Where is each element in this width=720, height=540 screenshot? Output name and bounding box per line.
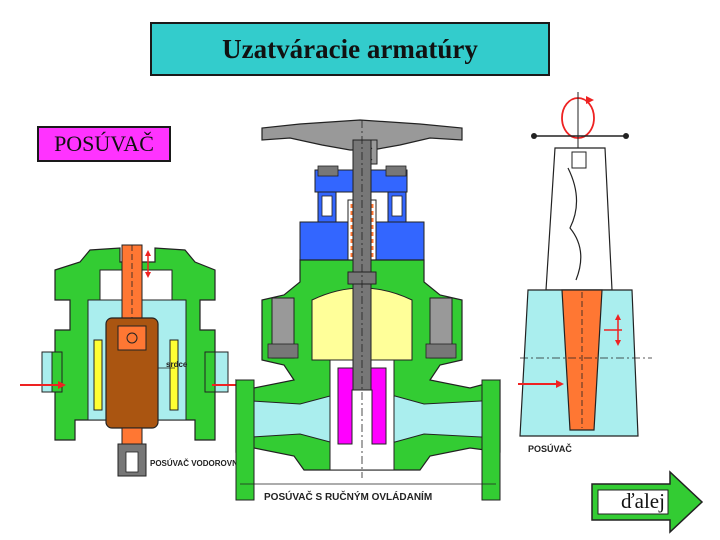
next-button[interactable]: ďalej — [590, 470, 706, 534]
arrow-right-icon — [591, 470, 704, 534]
handwheel-icon — [261, 119, 463, 151]
section-tag: POSÚVAČ — [37, 126, 171, 162]
center-diagram-label: POSÚVAČ S RUČNÝM OVLÁDANÍM — [264, 490, 432, 503]
left-callout-label: srdce — [166, 360, 188, 369]
left-valve-diagram — [20, 244, 246, 477]
right-valve-diagram — [518, 92, 652, 437]
right-diagram-label: POSÚVAČ — [528, 443, 572, 454]
center-valve-diagram — [235, 119, 501, 501]
page-title: Uzatváracie armatúry — [150, 22, 550, 76]
left-diagram-label: POSÚVAČ VODOROVNÝ — [150, 459, 244, 468]
next-button-label: ďalej — [621, 489, 665, 513]
